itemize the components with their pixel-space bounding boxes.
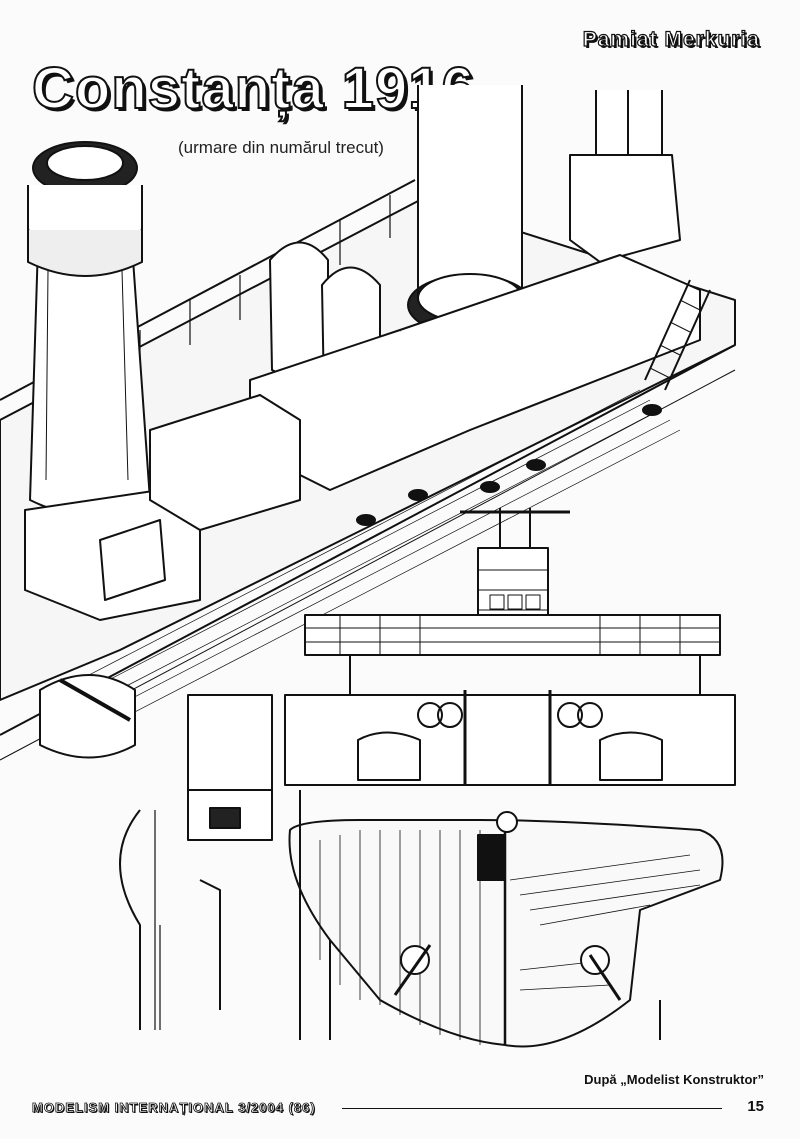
footer-divider bbox=[342, 1108, 722, 1109]
series-title: Pamiat Merkuria bbox=[582, 27, 760, 51]
drawing-credit: După „Modelist Konstruktor” bbox=[584, 1072, 764, 1087]
page-subtitle: (urmare din numărul trecut) bbox=[178, 138, 384, 157]
page-title: Constanța 1916 bbox=[31, 56, 475, 121]
bridge-plan-view bbox=[119, 508, 736, 1048]
isometric-deck-view bbox=[0, 85, 736, 761]
magazine-issue: MODELISM INTERNAȚIONAL 3/2004 (86) bbox=[32, 1100, 316, 1116]
page-number: 15 bbox=[747, 1098, 764, 1115]
